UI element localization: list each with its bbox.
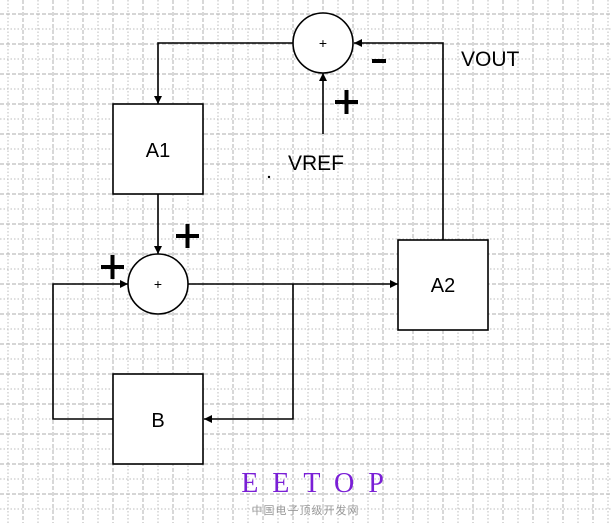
minus-sign-top-feedback (372, 59, 386, 63)
wire-a2-to-top-summer (354, 39, 444, 240)
block-b: B (112, 373, 204, 465)
block-a2: A2 (397, 239, 489, 331)
plus-sign-top-vref (335, 90, 358, 114)
wire-branch-to-b (204, 284, 294, 423)
summer-top-sign: + (319, 35, 327, 51)
watermark-subtitle: 中国电子顶级开发网 (251, 504, 360, 517)
label-vout: VOUT (461, 48, 520, 71)
plus-sign-middle-from-b (101, 255, 124, 279)
plus-sign-middle-from-a1 (176, 224, 199, 248)
block-a1-label: A1 (146, 140, 170, 162)
wire-top-summer-to-a1 (154, 42, 293, 104)
connectors (52, 39, 444, 423)
block-a1: A1 (112, 103, 204, 195)
stray-dot (267, 175, 271, 179)
summer-middle: + (127, 253, 189, 315)
summer-middle-sign: + (154, 276, 162, 292)
label-vref: VREF (288, 152, 344, 175)
block-b-label: B (151, 410, 164, 432)
summer-top: + (292, 12, 354, 74)
wire-b-to-middle-summer (52, 280, 128, 420)
sign-marks (101, 59, 386, 279)
block-a2-label: A2 (431, 275, 455, 297)
watermark-title: EETOP (241, 468, 398, 499)
